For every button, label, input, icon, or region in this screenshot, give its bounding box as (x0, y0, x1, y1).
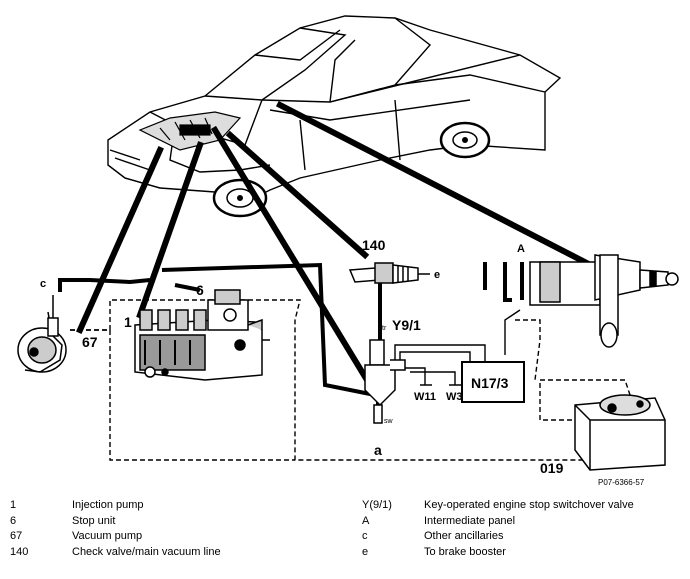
ignition-lock (529, 254, 679, 348)
callout-67: 67 (82, 334, 98, 350)
callout-sw: sw (384, 418, 394, 425)
switchover-valve (364, 339, 406, 424)
injection-pump (134, 289, 270, 381)
callout-1: 1 (124, 314, 132, 330)
callout-e: e (434, 269, 440, 281)
control-unit-n17-3 (461, 361, 525, 403)
legend-key: e (362, 545, 369, 558)
legend-label: To brake booster (424, 545, 506, 558)
callout-y9-1: Y9/1 (392, 317, 421, 333)
legend-label: Stop unit (72, 514, 116, 527)
legend-item: 6 Stop unit (10, 514, 221, 530)
callout-a-lower: a (374, 442, 382, 458)
callout-c: c (40, 278, 46, 290)
legend-key: 6 (10, 514, 17, 527)
legend-key: 140 (10, 545, 29, 558)
legend-item: 67 Vacuum pump (10, 529, 221, 545)
callout-a-upper: A (517, 243, 525, 255)
legend-key: 1 (10, 499, 17, 511)
callout-019: 019 (540, 460, 564, 476)
callout-6: 6 (196, 282, 204, 298)
legend-item: e To brake booster (362, 545, 634, 561)
legend-label: Intermediate panel (424, 514, 516, 527)
legend-right: Y(9/1) Key-operated engine stop switchov… (362, 498, 634, 560)
callout-w3: W3 (446, 391, 463, 403)
legend-label: Vacuum pump (72, 530, 143, 542)
legend-label: Injection pump (72, 499, 144, 511)
legend-item: c Other ancillaries (362, 529, 634, 545)
check-valve (348, 262, 430, 284)
legend-left: 1 Injection pump 6 Stop unit 67 Vacuum p… (10, 498, 221, 560)
figure-reference: P07-6366-57 (598, 478, 645, 487)
car-illustration (107, 15, 562, 201)
electrical-lines (394, 309, 521, 386)
legend-label: Check valve/main vacuum line (72, 545, 221, 558)
relay-box-019 (574, 394, 666, 471)
legend-item: 140 Check valve/main vacuum line (10, 545, 221, 561)
vacuum-pump (17, 295, 67, 373)
dashed-lines (70, 299, 631, 461)
callout-w11: W11 (414, 391, 436, 403)
callout-n17-3: N17/3 (471, 375, 509, 391)
car-wheels (212, 121, 491, 218)
legend-key: 67 (10, 530, 23, 542)
vacuum-system-diagram: c 67 1 6 140 e Y9/1 A N17/3 W11 W3 a 019… (17, 15, 679, 476)
callout-tr: tr (382, 325, 387, 332)
legend-item: A Intermediate panel (362, 514, 634, 530)
legend-key: Y(9/1) (362, 499, 392, 511)
legend-label: Other ancillaries (424, 530, 504, 542)
legend-key: A (362, 514, 370, 527)
leader-lines (76, 100, 615, 390)
legend-item: 1 Injection pump (10, 498, 221, 514)
legend-item: Y(9/1) Key-operated engine stop switchov… (362, 498, 634, 514)
legend-label: Key-operated engine stop switchover valv… (424, 499, 634, 511)
legend-key: c (362, 530, 368, 542)
vacuum-lines (58, 262, 524, 420)
callout-140: 140 (362, 237, 386, 253)
car-engine-bay (138, 111, 242, 151)
